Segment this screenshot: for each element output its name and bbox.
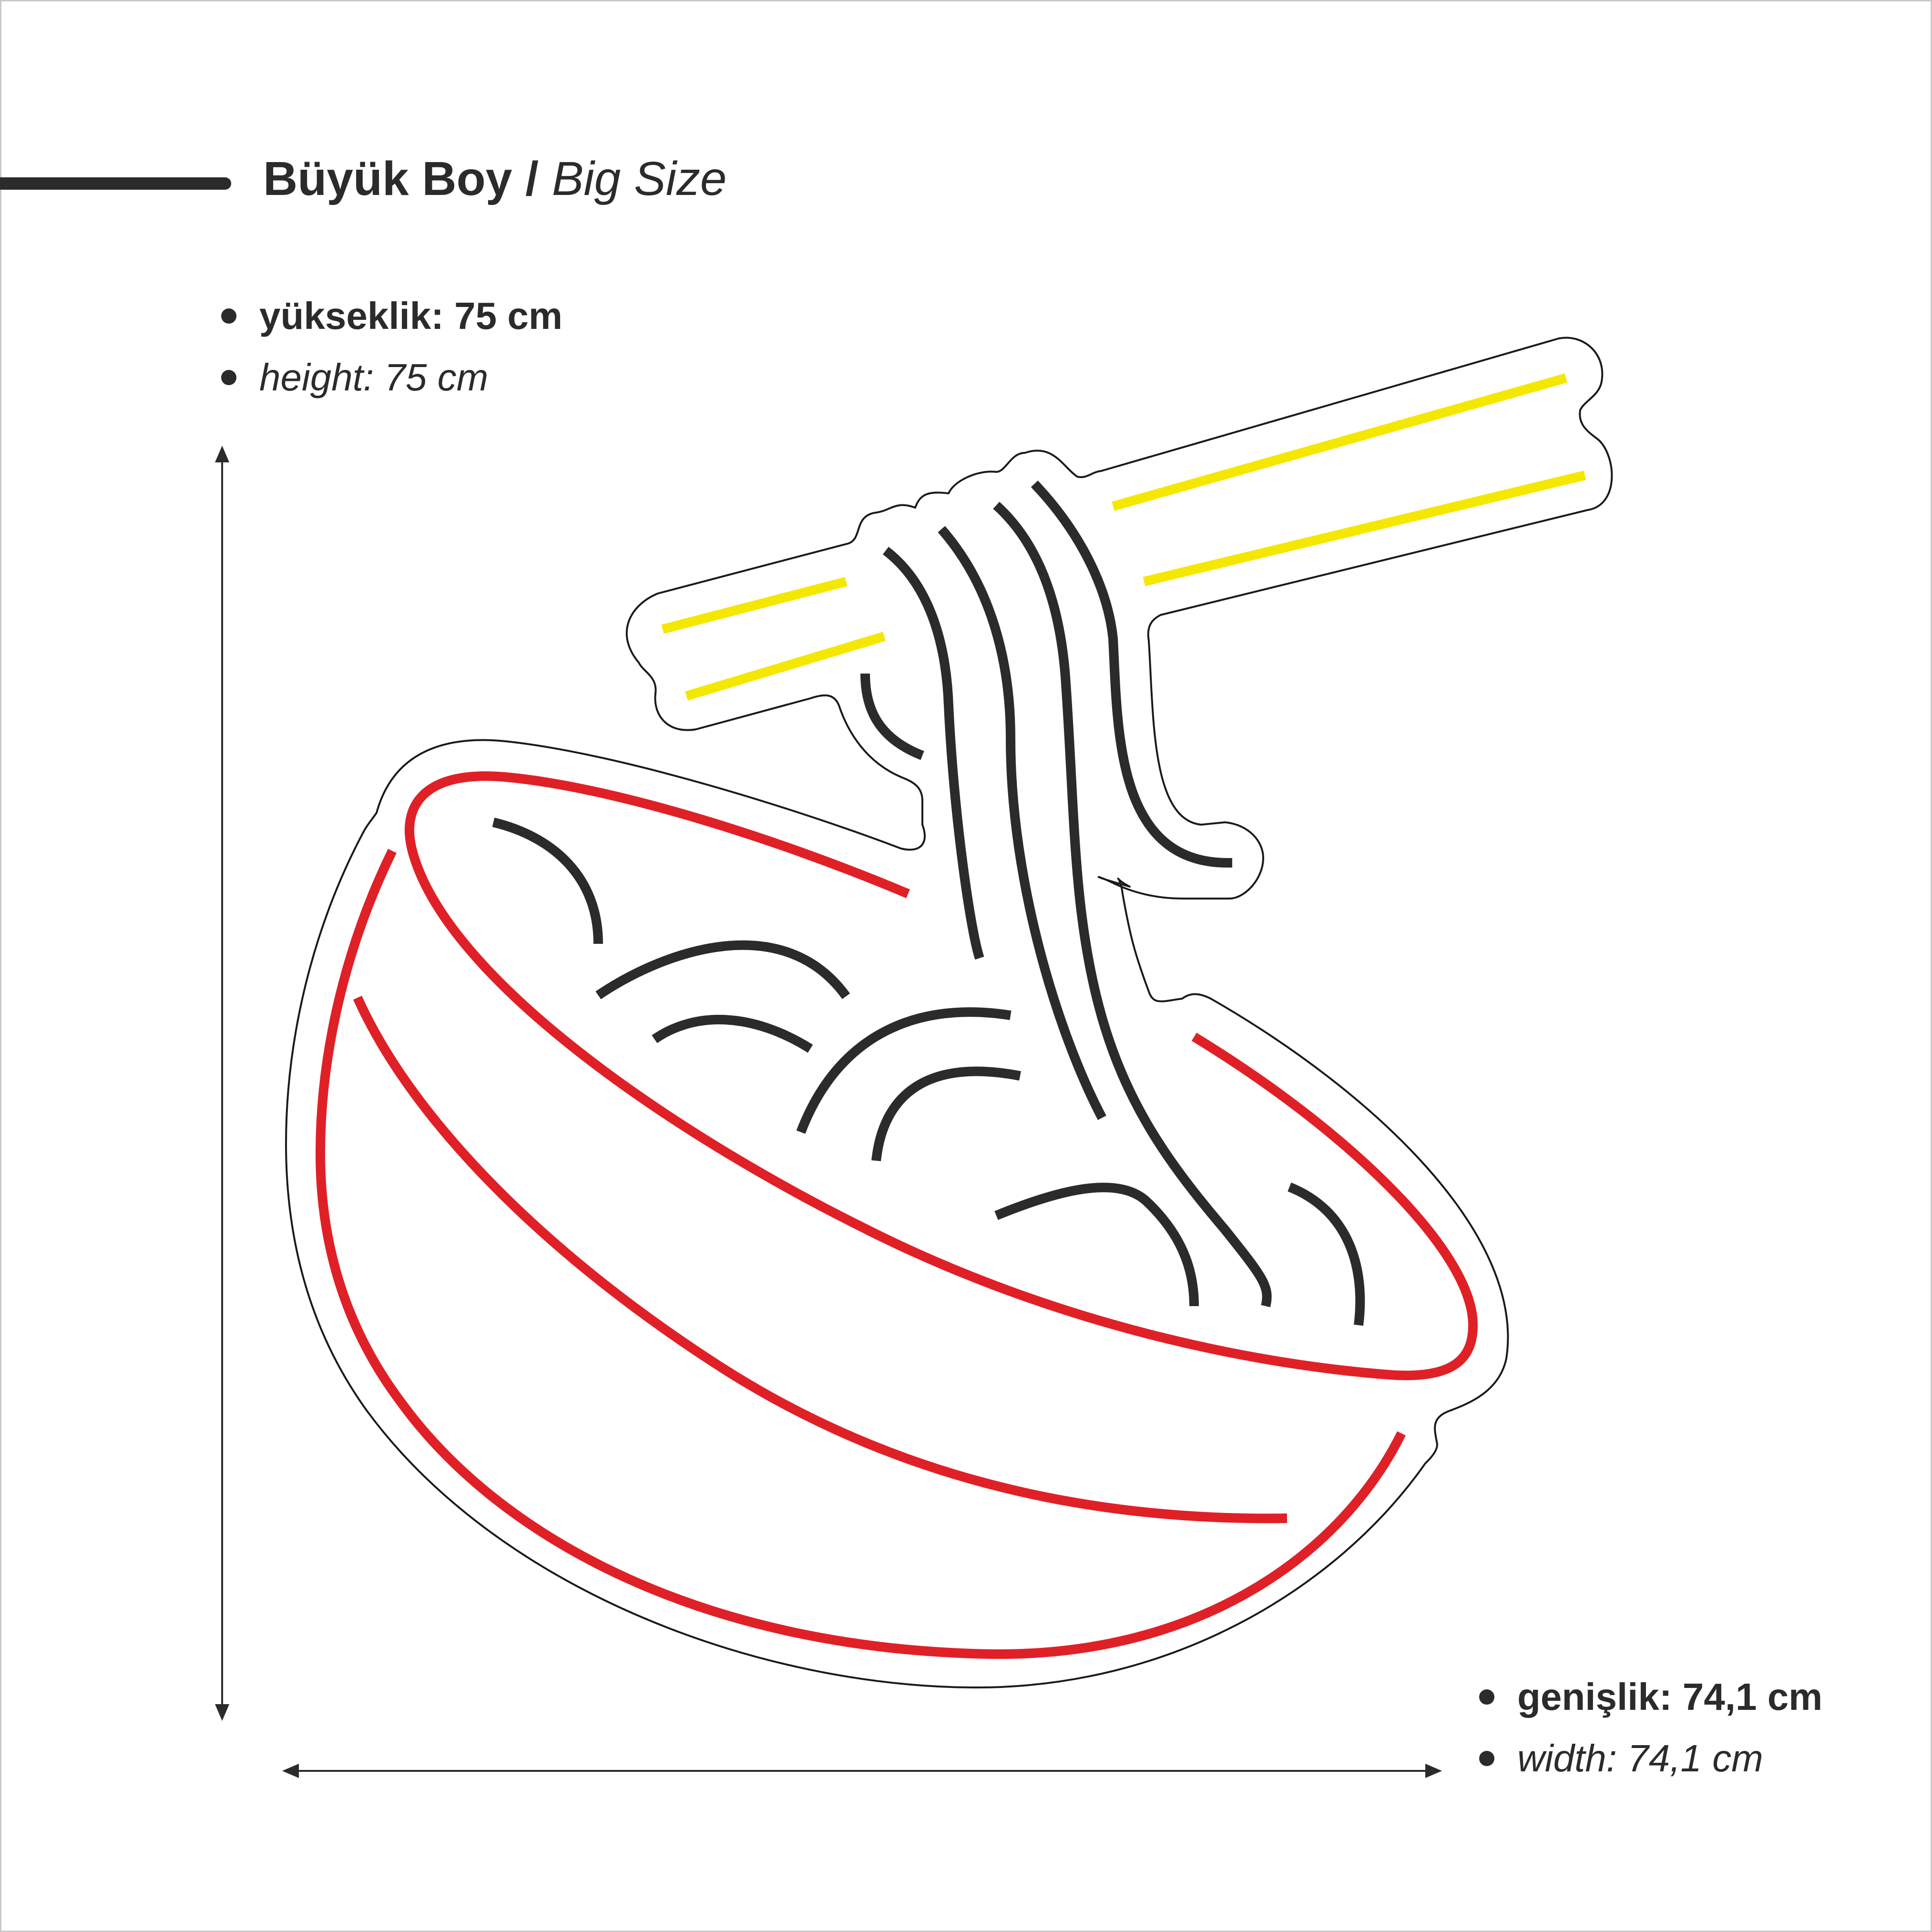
height-label-en: height: 75 cm (259, 356, 489, 399)
noodle-strand-5 (1031, 480, 1232, 868)
noodle-strand-3 (938, 526, 1106, 1120)
height-dimension-arrow (215, 445, 230, 1721)
bowl-rim-left (404, 771, 1478, 1380)
bowl (315, 771, 1478, 1659)
chopstick-left-upper (661, 577, 848, 634)
height-spec-tr: yükseklik: 75 cm (221, 290, 562, 342)
chopstick-right-upper (1112, 373, 1567, 511)
noodles (492, 480, 1365, 1326)
width-spec-en: width: 74,1 cm (1479, 1732, 1763, 1785)
bullet-icon (221, 369, 236, 385)
noodle-curve-3 (652, 1014, 813, 1053)
size-title-separator: / (512, 152, 552, 205)
height-spec-en: height: 75 cm (221, 351, 488, 404)
size-title: Büyük Boy / Big Size (263, 148, 727, 210)
size-title-tr: Büyük Boy (263, 152, 512, 205)
width-spec-tr: genişlik: 74,1 cm (1479, 1671, 1822, 1723)
bullet-icon (1479, 1689, 1494, 1705)
chopsticks (661, 373, 1586, 701)
chopstick-right-lower (1143, 470, 1586, 586)
width-label-en: width: 74,1 cm (1517, 1737, 1763, 1779)
width-label-tr: genişlik: 74,1 cm (1517, 1676, 1823, 1718)
bowl-body-left (315, 848, 1406, 1659)
title-accent-bar (0, 177, 231, 190)
size-title-en: Big Size (552, 152, 727, 205)
acrylic-outline (285, 337, 1613, 1688)
noodle-strand-2 (882, 547, 984, 960)
noodle-strand-4 (993, 501, 1272, 1308)
height-label-tr: yükseklik: 75 cm (259, 295, 562, 337)
noodle-curve-5 (871, 1066, 1021, 1162)
noodle-curve-1 (492, 818, 603, 944)
bullet-icon (1479, 1750, 1494, 1766)
noodle-curve-2 (595, 940, 850, 1000)
width-dimension-arrow (282, 1763, 1442, 1779)
noodle-curve-7 (1288, 1182, 1365, 1326)
noodle-strand-1 (860, 673, 924, 760)
noodle-curve-6 (994, 1183, 1199, 1307)
bowl-body-inner (353, 995, 1288, 1523)
bullet-icon (221, 308, 236, 324)
noodle-curve-4 (796, 1007, 1012, 1134)
chopstick-left-lower (685, 632, 886, 701)
